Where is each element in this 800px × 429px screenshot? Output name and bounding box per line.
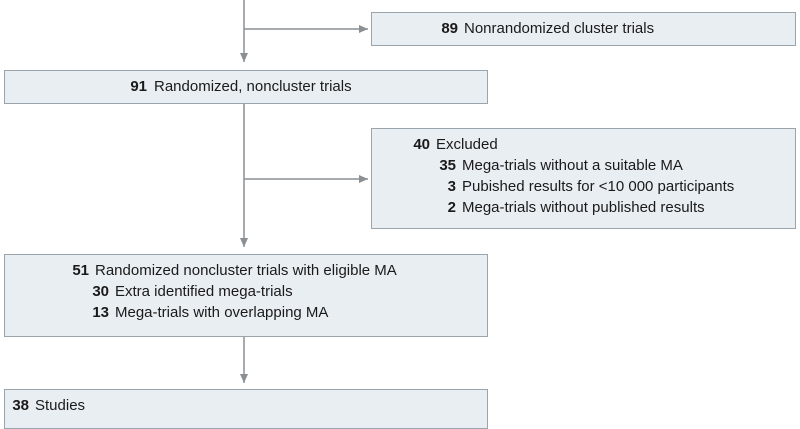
excluded-item-label: Pubished results for <10 000 participant… (462, 178, 735, 195)
studies-label: Studies (35, 397, 86, 414)
flow-connectors (240, 0, 368, 383)
eligible-item-count: 30 (92, 283, 109, 300)
studies-box: 38 Studies (4, 389, 488, 429)
excluded-item-count: 35 (439, 157, 456, 174)
excluded-item-label: Mega-trials without published results (462, 199, 705, 216)
excluded-row: 40 Excluded (372, 135, 795, 155)
studies-count: 38 (12, 397, 29, 414)
randomized-count: 91 (130, 78, 147, 95)
excluded-item: 35 Mega-trials without a suitable MA (372, 156, 795, 176)
studies-row: 38 Studies (5, 396, 487, 416)
eligible-label: Randomized noncluster trials with eligib… (95, 262, 397, 279)
eligible-row: 51 Randomized noncluster trials with eli… (5, 261, 487, 281)
randomized-row: 91 Randomized, noncluster trials (5, 77, 487, 97)
excluded-count: 40 (413, 136, 430, 153)
eligible-count: 51 (72, 262, 89, 279)
eligible-item-label: Extra identified mega-trials (115, 283, 293, 300)
excluded-item-count: 2 (447, 199, 456, 216)
nonrandomized-count: 89 (441, 20, 458, 37)
eligible-box: 51 Randomized noncluster trials with eli… (4, 254, 488, 337)
excluded-item: 3 Pubished results for <10 000 participa… (372, 177, 795, 197)
excluded-box: 40 Excluded 35 Mega-trials without a sui… (371, 128, 796, 229)
eligible-item-label: Mega-trials with overlapping MA (115, 304, 329, 321)
eligible-item: 13 Mega-trials with overlapping MA (5, 303, 487, 323)
excluded-item-count: 3 (447, 178, 456, 195)
nonrandomized-box: 89 Nonrandomized cluster trials (371, 12, 796, 46)
nonrandomized-row: 89 Nonrandomized cluster trials (372, 19, 795, 39)
eligible-item-count: 13 (92, 304, 109, 321)
eligible-item: 30 Extra identified mega-trials (5, 282, 487, 302)
excluded-item: 2 Mega-trials without published results (372, 198, 795, 218)
randomized-label: Randomized, noncluster trials (154, 78, 352, 95)
nonrandomized-label: Nonrandomized cluster trials (464, 20, 655, 37)
randomized-box: 91 Randomized, noncluster trials (4, 70, 488, 104)
excluded-item-label: Mega-trials without a suitable MA (462, 157, 683, 174)
excluded-label: Excluded (436, 136, 498, 153)
